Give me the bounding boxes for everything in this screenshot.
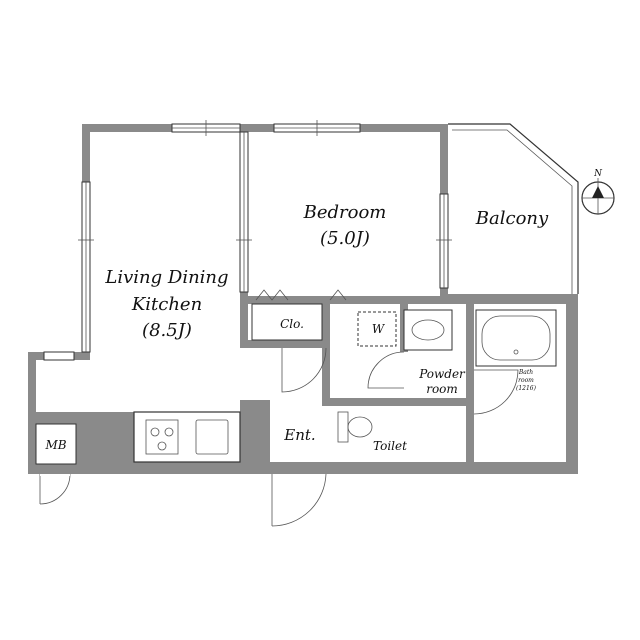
sink-icon bbox=[195, 419, 229, 455]
compass-north-label: N bbox=[593, 169, 603, 179]
toilet-icon bbox=[337, 411, 373, 443]
toilet-label: Toilet bbox=[373, 439, 407, 453]
closet bbox=[251, 289, 347, 341]
powder-room-label-line2: room bbox=[426, 382, 458, 396]
ldk-label-line1: Living Dining bbox=[104, 267, 228, 288]
stove-icon bbox=[145, 419, 179, 455]
bath-door-swing bbox=[473, 369, 519, 415]
bathtub-icon bbox=[475, 309, 557, 367]
bath-label-line1: Bath bbox=[518, 369, 533, 376]
meter-box-label: MB bbox=[44, 438, 66, 452]
meter-box bbox=[35, 423, 77, 505]
bath-label-line2: room bbox=[518, 377, 534, 384]
bath-label-line3: (1216) bbox=[516, 385, 537, 392]
balcony-label: Balcony bbox=[475, 208, 549, 229]
closet-label: Clo. bbox=[280, 317, 304, 331]
door-swings bbox=[271, 347, 405, 527]
washer-label: W bbox=[372, 322, 386, 336]
washer-space bbox=[357, 311, 397, 347]
vanity-sink-icon bbox=[403, 309, 453, 351]
compass-icon: N bbox=[581, 169, 615, 215]
powder-room-label-line1: Powder bbox=[418, 367, 466, 381]
balcony-outline bbox=[448, 123, 579, 294]
ldk-size: (8.5J) bbox=[142, 320, 192, 341]
bedroom-size: (5.0J) bbox=[320, 228, 370, 249]
kitchen-counter bbox=[133, 411, 241, 463]
windows bbox=[43, 120, 452, 361]
ldk-label-line2: Kitchen bbox=[131, 294, 202, 315]
entrance-label: Ent. bbox=[283, 426, 315, 444]
bedroom-label: Bedroom bbox=[303, 202, 387, 223]
